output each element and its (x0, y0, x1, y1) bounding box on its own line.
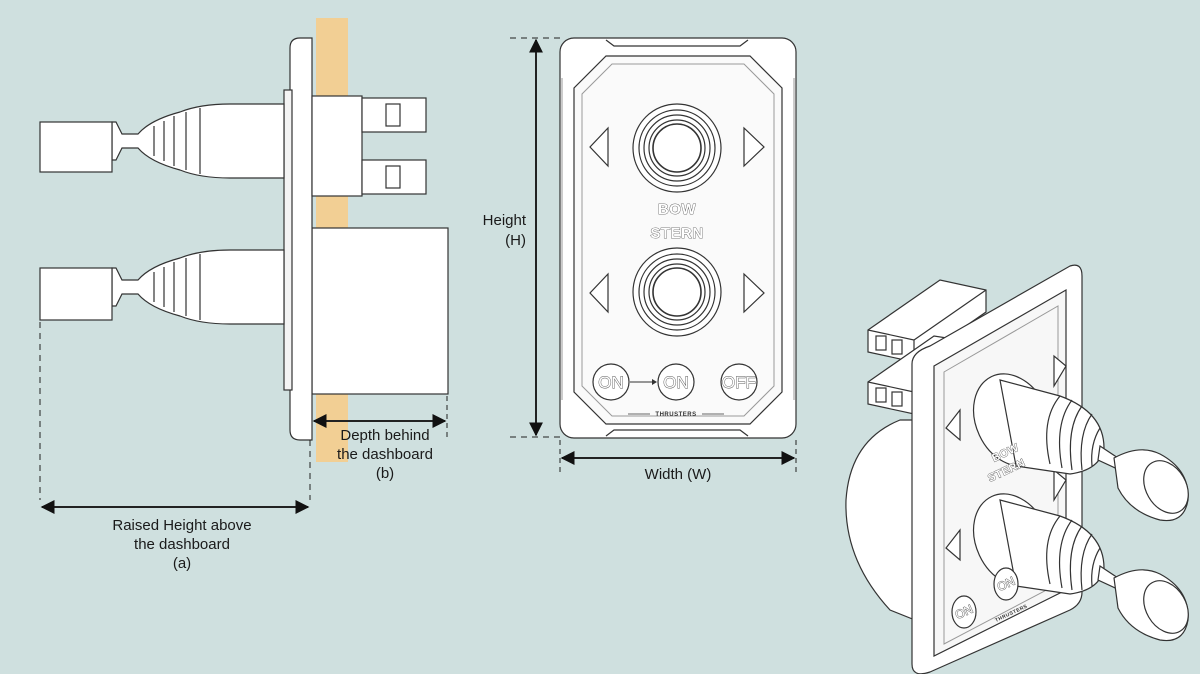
iso-joystick-upper (972, 373, 1189, 522)
front-dimensions (510, 37, 797, 474)
on-button-1 (592, 363, 630, 401)
bow-left-arrow-icon (589, 126, 609, 168)
side-view (39, 18, 449, 462)
depth-label-line2: the dashboard (337, 446, 433, 463)
stern-joystick-top (632, 247, 722, 337)
on-button-1-label: ON (598, 373, 624, 392)
connector-pins (361, 97, 427, 195)
off-button (720, 363, 758, 401)
mounting-flange (289, 37, 313, 441)
bow-right-arrow-icon (743, 126, 765, 168)
depth-label-line3: (b) (376, 465, 394, 482)
on-button-2-label: ON (663, 373, 689, 392)
height-label-line1: Height (483, 212, 527, 229)
connector-block (311, 95, 363, 197)
iso-on-button-1 (951, 595, 977, 629)
on-button-2 (657, 363, 695, 401)
raised-label-line2: the dashboard (134, 536, 230, 553)
front-stern-text: STERN (650, 225, 703, 242)
panel-inner-octagon (573, 55, 783, 425)
iso-view (845, 264, 1189, 674)
side-dimensions (39, 322, 448, 514)
width-label: Width (W) (645, 466, 712, 483)
stern-right-arrow-icon (743, 272, 765, 314)
iso-joystick-lower (972, 493, 1189, 642)
stern-left-arrow-icon (589, 272, 609, 314)
joystick-lower-side (39, 249, 285, 325)
joystick-upper-side (39, 103, 285, 179)
bow-joystick-top (632, 103, 722, 193)
iso-rear-housing (845, 419, 916, 621)
front-brand-text: THRUSTERS (655, 412, 696, 418)
off-button-label: OFF (722, 373, 756, 392)
front-view (559, 37, 797, 439)
raised-label-line3: (a) (173, 555, 191, 572)
front-bow-text: BOW (658, 201, 697, 218)
rear-housing (311, 227, 449, 395)
raised-label-line1: Raised Height above (112, 517, 251, 534)
iso-on-button-2 (993, 567, 1019, 601)
depth-label-line1: Depth behind (340, 427, 429, 444)
height-label-line2: (H) (505, 232, 526, 249)
